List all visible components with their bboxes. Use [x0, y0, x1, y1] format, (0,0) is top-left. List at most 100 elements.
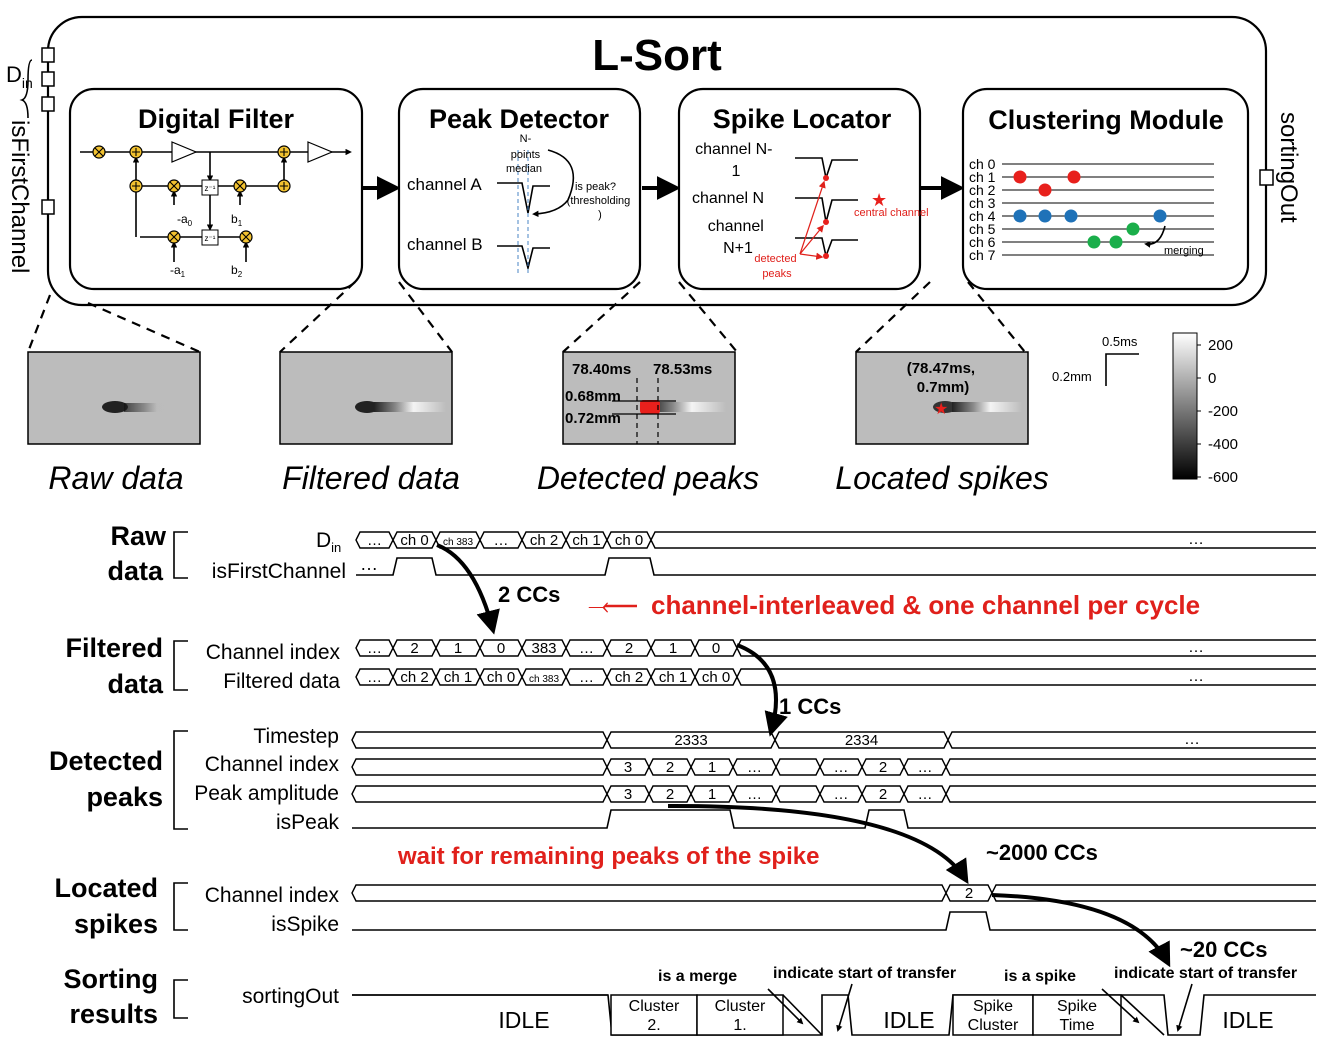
caption-located-spikes: Located spikes	[835, 460, 1048, 496]
bus-value: 2	[625, 640, 633, 657]
bus-value: 2	[666, 786, 674, 803]
bus-value: …	[579, 640, 594, 657]
bus-value: ch 383	[443, 537, 473, 548]
sortingout-port-label: sortingOut	[1275, 112, 1302, 223]
cluster-dot	[1038, 183, 1052, 197]
bus-value: 2334	[845, 732, 878, 749]
bus-value: ch 2	[530, 532, 558, 549]
interleaved-label: channel-interleaved & one channel per cy…	[651, 590, 1200, 620]
cluster-dot	[1038, 209, 1052, 223]
bus-value: 383	[531, 640, 556, 657]
bus-value: ch 0	[702, 669, 730, 686]
bus-value: …	[494, 532, 509, 549]
detected-time-2: 78.53ms	[653, 361, 712, 378]
bus-value: ch 2	[615, 669, 643, 686]
bus-ellipsis: …	[1188, 668, 1204, 685]
bus-value: 1	[669, 640, 677, 657]
sig-timestep: Timestep	[253, 725, 339, 748]
latency-2000cc-label: ~2000 CCs	[986, 840, 1098, 865]
colorbar-tick-label: -600	[1208, 469, 1238, 486]
bus-value: 3	[624, 786, 632, 803]
peak-detector-title: Peak Detector	[429, 104, 610, 134]
svg-text:data: data	[107, 556, 164, 586]
cluster-channel-label: ch 0	[969, 156, 996, 172]
bus-value: ch 383	[529, 674, 559, 685]
cluster-channel-label: ch 6	[969, 234, 996, 250]
detected-peaks-label: detected peaks	[754, 253, 799, 280]
channel-n-minus-1-label: channel N- 1	[695, 141, 777, 180]
coef-a0: -a0	[177, 212, 193, 228]
output-port	[1259, 169, 1274, 186]
input-ports	[19, 47, 55, 215]
bus-value: …	[834, 759, 849, 776]
cluster-channel-label: ch 1	[969, 169, 996, 185]
bus-value: 1	[708, 786, 716, 803]
bus-value: …	[367, 640, 382, 657]
bus-ellipsis: …	[1188, 639, 1204, 656]
idle-label-2: IDLE	[883, 1007, 934, 1033]
cluster-channel-label: ch 4	[969, 208, 996, 224]
svg-text:Located: Located	[54, 873, 158, 903]
coef-a1: -a1	[170, 263, 186, 279]
svg-text:Raw: Raw	[110, 521, 167, 551]
bus-value: …	[918, 786, 933, 803]
group-raw-data: Raw data	[107, 521, 188, 586]
colorbar-tick-label: 200	[1208, 337, 1233, 354]
bus-located-index: 2	[351, 884, 1316, 902]
svg-text:Detected: Detected	[49, 746, 163, 776]
group-detected-peaks: Detected peaks	[49, 730, 188, 830]
channel-n-plus-1-label: channel N+1	[708, 218, 769, 257]
clustering-module-title: Clustering Module	[988, 105, 1224, 135]
bus-value: …	[367, 669, 382, 686]
spike-locator-title: Spike Locator	[713, 104, 892, 134]
raw-data-image	[27, 351, 201, 445]
svg-text:Sorting: Sorting	[64, 964, 159, 994]
bus-ellipsis: …	[1188, 531, 1204, 548]
bus-value: 3	[624, 759, 632, 776]
bus-value: 2	[879, 786, 887, 803]
cluster-dot	[1153, 209, 1167, 223]
is-merge-label: is a merge	[658, 968, 737, 985]
cluster-dot	[1013, 209, 1027, 223]
idle-label-1: IDLE	[498, 1007, 549, 1033]
channel-b-waveform	[497, 245, 550, 272]
svg-text:results: results	[69, 999, 158, 1029]
bus-value: 2	[965, 885, 973, 902]
central-channel-label: central channel	[854, 207, 929, 219]
bus-value: ch 1	[444, 669, 472, 686]
cluster-dot	[1126, 222, 1140, 236]
svg-text:spikes: spikes	[74, 909, 158, 939]
median-label: N- points median	[506, 133, 543, 175]
bus-value: 1	[708, 759, 716, 776]
located-coord: (78.47ms, 0.7mm)	[907, 360, 980, 396]
coef-b2: b2	[231, 263, 243, 279]
cluster-dot	[1109, 235, 1123, 249]
cluster-channel-label: ch 3	[969, 195, 996, 211]
bus-value: ch 1	[659, 669, 687, 686]
caption-detected-peaks: Detected peaks	[537, 460, 759, 496]
svg-text:Filtered: Filtered	[65, 633, 163, 663]
located-spikes-image: ★ (78.47ms, 0.7mm)	[855, 351, 1029, 445]
cluster-dot	[1087, 235, 1101, 249]
colorbar-tick-label: 0	[1208, 370, 1216, 387]
latency-arrow-2000cc	[667, 803, 969, 885]
clustering-module: Clustering Module ch 0ch 1ch 2ch 3ch 4ch…	[961, 87, 1250, 291]
group-located-spikes: Located spikes	[54, 873, 188, 939]
digital-filter-title: Digital Filter	[138, 104, 295, 134]
bus-value: 1	[454, 640, 462, 657]
sig-sortingout: sortingOut	[242, 985, 339, 1008]
zoom-lines	[26, 281, 1026, 354]
detected-depth-1: 0.68mm	[565, 388, 621, 405]
cluster-dot	[1067, 170, 1081, 184]
cluster-dot	[1013, 170, 1027, 184]
bus-value: ch 1	[572, 532, 600, 549]
latency-2cc-label: 2 CCs	[498, 582, 560, 607]
